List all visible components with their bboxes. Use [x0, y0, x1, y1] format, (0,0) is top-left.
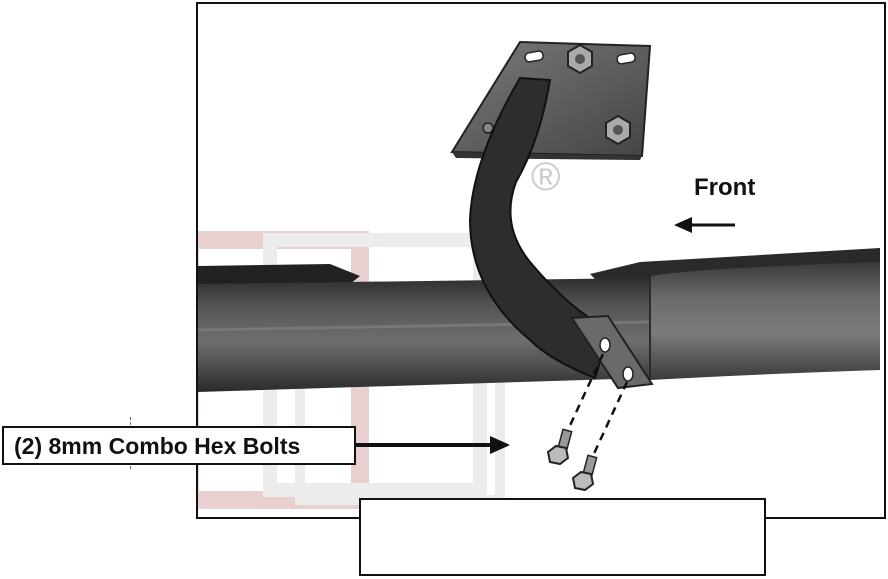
bolts-callout-box: (2) 8mm Combo Hex Bolts — [2, 426, 356, 465]
hex-bolt-1 — [546, 428, 573, 466]
blank-caption-box — [359, 498, 766, 576]
hex-bolt-2 — [571, 454, 598, 492]
front-direction-arrow-icon — [674, 217, 735, 233]
running-board-tube-right — [650, 262, 880, 380]
callout-arrow-icon — [356, 436, 510, 454]
plate-nut-bottom — [605, 114, 631, 146]
registered-mark-icon: ® — [531, 155, 560, 199]
bolts-callout-label: (2) 8mm Combo Hex Bolts — [14, 433, 301, 459]
plate-nut-top — [567, 43, 593, 75]
front-label: Front — [694, 174, 756, 201]
step-pad-left — [198, 264, 360, 286]
curved-bracket — [468, 76, 612, 380]
